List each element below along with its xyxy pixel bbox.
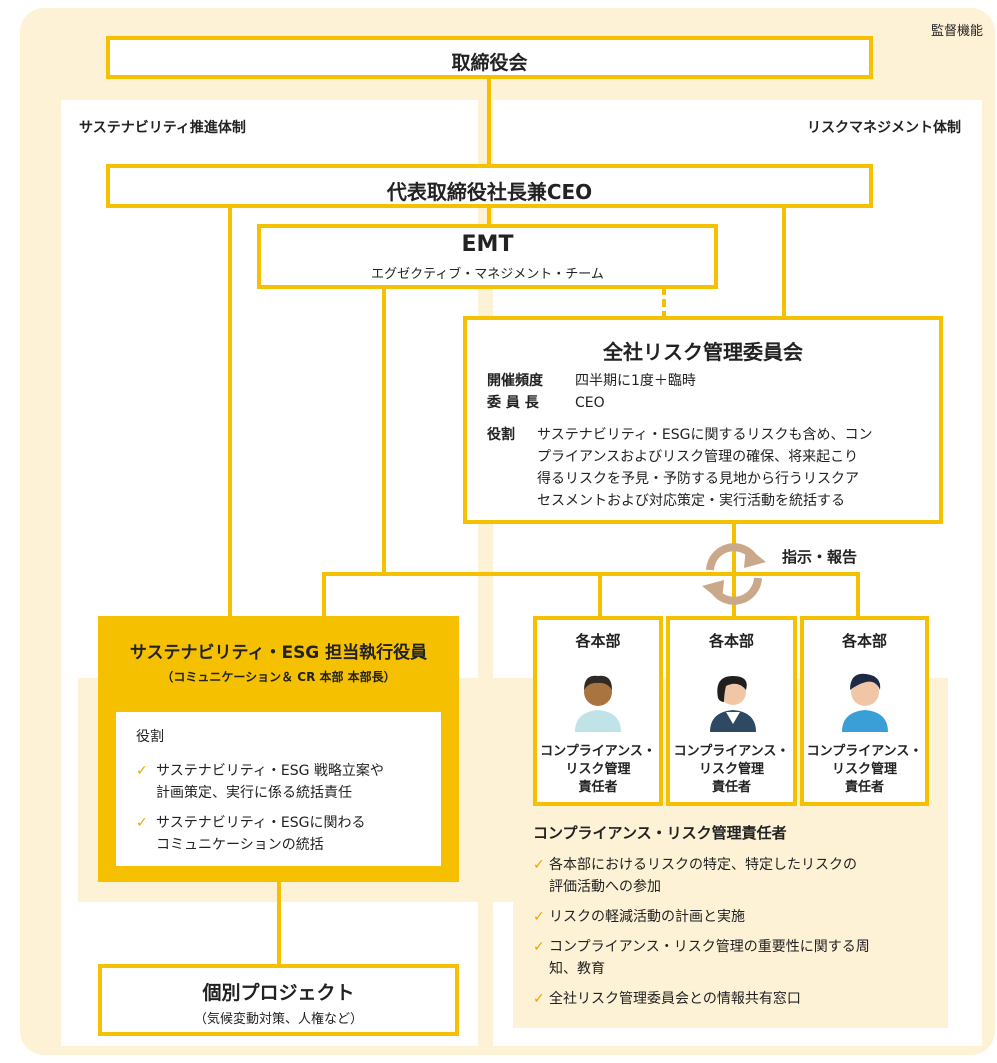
- department-line: コンプライアンス・: [540, 744, 656, 759]
- emt-subtitle: エグゼクティブ・マネジメント・チーム: [371, 267, 604, 282]
- department-line: コンプライアンス・: [806, 744, 923, 759]
- esg-role-label: 役割: [136, 729, 164, 745]
- committee-departments-connector: [732, 522, 736, 618]
- person-avatar-icon: [710, 676, 756, 732]
- bus-dept3-drop: [856, 572, 860, 618]
- manager-section-title: コンプライアンス・リスク管理責任者: [533, 824, 787, 842]
- frequency-value: 四半期に1度＋臨時: [575, 373, 696, 389]
- risk-committee-box: 全社リスク管理委員会 開催頻度 四半期に1度＋臨時 委 員 長 CEO 役割 サ…: [463, 316, 943, 524]
- bus-dept1-drop: [598, 572, 602, 618]
- department-line: リスク管理: [831, 762, 897, 777]
- horizontal-bus: [322, 572, 858, 576]
- board-title: 取締役会: [451, 52, 528, 74]
- esg-role-card: 役割 ✓ サステナビリティ・ESG 戦略立案や 計画策定、実行に係る統括責任 ✓…: [116, 712, 441, 866]
- esg-role-item-line: コミュニケーションの統括: [156, 837, 324, 853]
- ceo-esg-connector: [228, 206, 232, 618]
- emt-down-connector: [382, 287, 386, 575]
- role-line: 得るリスクを予見・予防する見地から行うリスクア: [537, 471, 859, 487]
- department-box: 各本部 コンプライアンス・ リスク管理 責任者: [533, 616, 663, 806]
- department-box: 各本部 コンプライアンス・ リスク管理 責任者: [666, 616, 797, 806]
- department-line: 責任者: [578, 780, 618, 795]
- projects-title: 個別プロジェクト: [202, 982, 355, 1004]
- right-system-title: リスクマネジメント体制: [807, 120, 961, 136]
- role-label: 役割: [487, 427, 515, 443]
- bus-esg-drop: [322, 572, 326, 618]
- instruction-report-label: 指示・報告: [782, 548, 858, 566]
- emt-committee-dashed: [662, 287, 666, 319]
- esg-role-item-line: サステナビリティ・ESGに関わる: [156, 815, 366, 831]
- manager-item-line: 知、教育: [549, 961, 605, 977]
- department-line: リスク管理: [698, 762, 764, 777]
- person-avatar-icon: [575, 675, 621, 732]
- ceo-committee-connector: [782, 206, 786, 318]
- chair-value: CEO: [575, 395, 605, 411]
- role-line: サステナビリティ・ESGに関するリスクも含め、コン: [537, 427, 873, 443]
- esg-officer-box: サステナビリティ・ESG 担当執行役員 （コミュニケーション＆ CR 本部 本部…: [98, 616, 459, 882]
- department-line: リスク管理: [565, 762, 631, 777]
- board-box: 取締役会: [106, 36, 873, 79]
- esg-officer-title: サステナビリティ・ESG 担当執行役員: [129, 643, 428, 663]
- role-line: プライアンスおよびリスク管理の確保、将来起こり: [537, 449, 859, 465]
- department-title: 各本部: [841, 632, 887, 650]
- role-line: セスメントおよび対応策定・実行活動を統括する: [537, 493, 845, 509]
- person-avatar-icon: [842, 673, 888, 732]
- emt-box: EMT エグゼクティブ・マネジメント・チーム: [257, 224, 718, 289]
- board-ceo-connector: [487, 78, 491, 164]
- check-icon: ✓: [136, 815, 148, 831]
- left-system-title: サステナビリティ推進体制: [79, 120, 246, 136]
- check-icon: ✓: [533, 909, 545, 925]
- manager-item-line: 各本部におけるリスクの特定、特定したリスクの: [549, 857, 857, 873]
- department-box: 各本部 コンプライアンス・ リスク管理 責任者: [800, 616, 929, 806]
- department-line: 責任者: [711, 780, 751, 795]
- ceo-box: 代表取締役社長兼CEO: [106, 164, 873, 208]
- manager-item-line: 評価活動への参加: [549, 879, 661, 895]
- department-line: コンプライアンス・: [673, 744, 790, 759]
- risk-committee-title: 全社リスク管理委員会: [603, 340, 803, 364]
- manager-item-line: リスクの軽減活動の計画と実施: [549, 909, 745, 925]
- projects-box: 個別プロジェクト （気候変動対策、人権など）: [98, 964, 459, 1036]
- ceo-title: 代表取締役社長兼CEO: [386, 180, 593, 204]
- projects-subtitle: （気候変動対策、人権など）: [193, 1012, 363, 1027]
- ceo-emt-connector: [487, 206, 491, 226]
- frequency-label: 開催頻度: [487, 373, 543, 389]
- department-title: 各本部: [708, 632, 754, 650]
- department-title: 各本部: [575, 632, 621, 650]
- emt-title: EMT: [461, 232, 514, 257]
- department-line: 責任者: [844, 780, 884, 795]
- supervisory-label: 監督機能: [930, 24, 983, 39]
- chair-label: 委 員 長: [487, 395, 539, 411]
- esg-officer-subtitle: （コミュニケーション＆ CR 本部 本部長）: [161, 670, 396, 684]
- check-icon: ✓: [533, 939, 545, 955]
- esg-role-item-line: 計画策定、実行に係る統括責任: [156, 785, 352, 801]
- cycle-arrows-icon: [702, 543, 766, 605]
- manager-item-line: 全社リスク管理委員会との情報共有窓口: [549, 991, 801, 1007]
- manager-item-line: コンプライアンス・リスク管理の重要性に関する周: [549, 939, 870, 955]
- esg-projects-connector: [277, 880, 281, 966]
- check-icon: ✓: [136, 763, 148, 779]
- check-icon: ✓: [533, 991, 545, 1007]
- esg-role-item-line: サステナビリティ・ESG 戦略立案や: [156, 763, 384, 779]
- check-icon: ✓: [533, 857, 545, 873]
